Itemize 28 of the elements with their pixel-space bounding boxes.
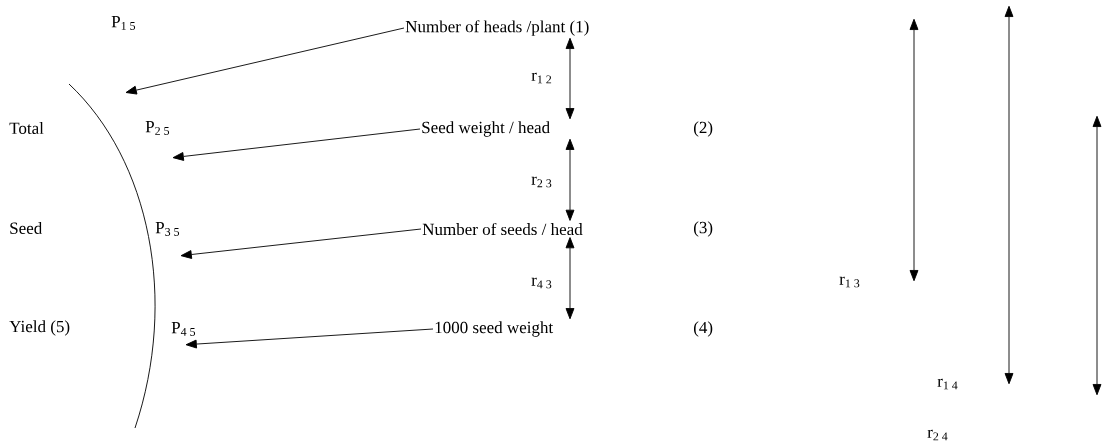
edge-label: P$_{2 5}$ bbox=[145, 121, 170, 135]
arrow bbox=[565, 237, 575, 320]
curve bbox=[68, 83, 156, 429]
text-label: (4) bbox=[693, 321, 713, 337]
text-label: (2) bbox=[693, 121, 713, 137]
text-label: Yield (5) bbox=[9, 320, 70, 336]
text-label: r$_{2 4}$ bbox=[927, 429, 948, 441]
edge-label: r$_{1 2}$ bbox=[531, 72, 552, 84]
arrow bbox=[565, 37, 575, 120]
edge-label: r$_{2 3}$ bbox=[531, 176, 552, 188]
arrow bbox=[172, 128, 421, 161]
arrow bbox=[180, 228, 422, 259]
arrow bbox=[565, 138, 575, 221]
text-label: Seed bbox=[10, 222, 43, 234]
variable-label: Seed weight / head bbox=[420, 120, 552, 138]
text-label: r$_{1 3}$ bbox=[839, 276, 860, 288]
arrow bbox=[125, 27, 405, 95]
text-label: r$_{1 4}$ bbox=[937, 378, 958, 390]
variable-label: Number of seeds / head bbox=[421, 221, 584, 237]
edge-label: P$_{3 5}$ bbox=[155, 222, 180, 236]
variable-label: Number of heads /plant (1) bbox=[404, 19, 591, 37]
edge-label: P$_{4 5}$ bbox=[171, 322, 196, 336]
arrow bbox=[185, 328, 434, 349]
edge-label: P$_{1 5}$ bbox=[111, 16, 136, 30]
text-label: Total bbox=[9, 122, 44, 134]
edge-label: r$_{4 3}$ bbox=[531, 277, 552, 289]
text-label: (3) bbox=[693, 221, 713, 237]
variable-label: 1000 seed weight bbox=[433, 320, 555, 338]
